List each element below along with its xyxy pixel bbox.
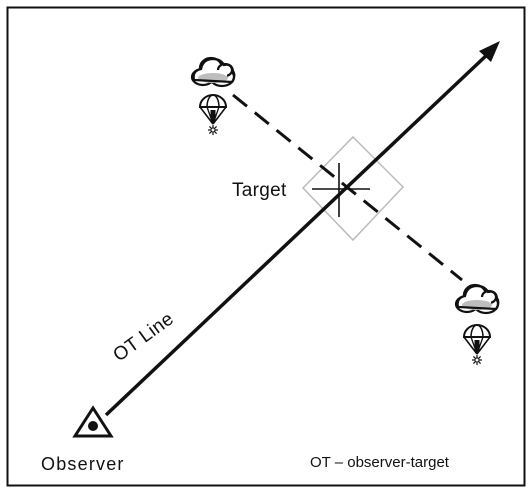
observer-label: Observer	[41, 454, 125, 474]
ot-line-arrowhead	[479, 41, 500, 62]
target-label: Target	[232, 180, 287, 201]
diagram-border	[6, 6, 526, 487]
observer-triangle-icon	[72, 405, 114, 438]
legend-text: OT – observer-target	[310, 454, 449, 471]
ot-line	[104, 50, 492, 417]
flare-dashed-line	[232, 93, 463, 282]
target-crosshair	[312, 163, 370, 217]
